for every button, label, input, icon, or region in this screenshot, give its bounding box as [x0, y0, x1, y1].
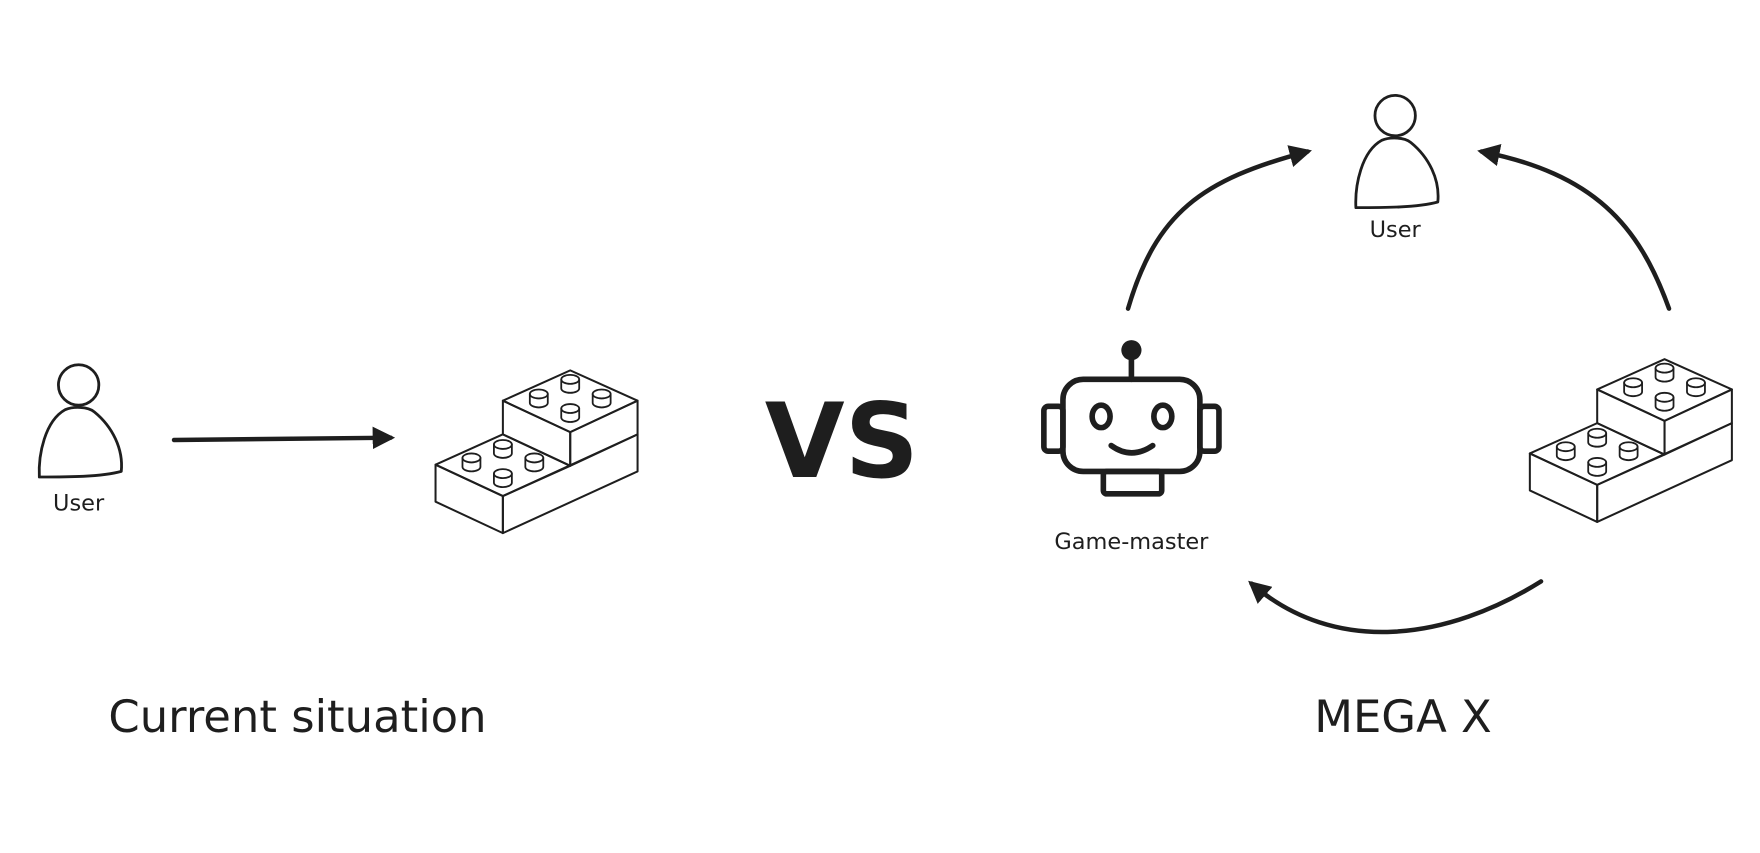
arrow-lego-to-gamemaster	[1248, 579, 1544, 635]
left-lego-bricks-icon	[436, 370, 638, 533]
left-caption: Current situation	[108, 690, 486, 743]
vs-label: VS	[765, 382, 919, 502]
game-master-label: Game-master	[1054, 529, 1209, 555]
robot-icon	[1041, 340, 1222, 497]
top-user-icon	[1354, 93, 1440, 210]
right-lego-bricks-icon	[1530, 359, 1732, 522]
top-user-label: User	[1370, 217, 1422, 243]
arrow-gamemaster-to-user	[1125, 145, 1312, 311]
arrow-lego-to-user	[1477, 144, 1672, 311]
left-user-icon	[37, 363, 123, 479]
left-arrow	[171, 426, 396, 450]
left-user-label: User	[53, 491, 105, 517]
right-caption: MEGA X	[1314, 690, 1492, 743]
